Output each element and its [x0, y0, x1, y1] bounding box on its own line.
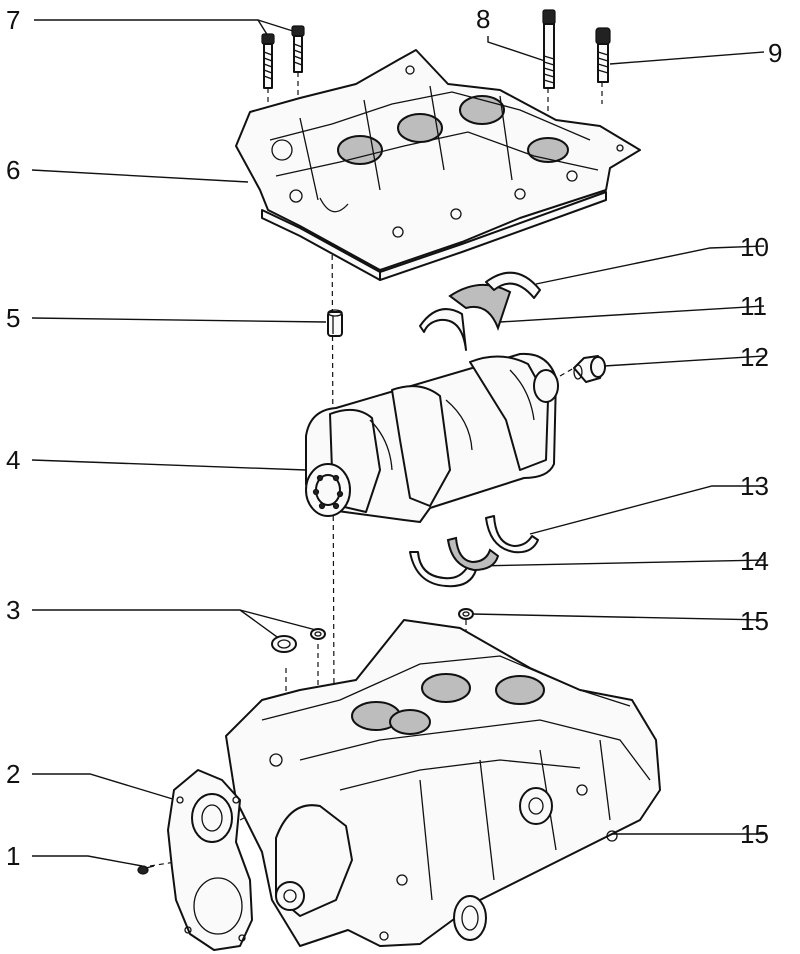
- leader-14: [475, 559, 765, 567]
- callout-10: 10: [740, 232, 769, 262]
- cylinder-block: [225, 619, 661, 947]
- bolts-left: [261, 25, 305, 89]
- leader-1: [32, 855, 143, 867]
- o-rings: [271, 628, 326, 653]
- callout-7: 7: [6, 5, 20, 35]
- bolt-long-right: [542, 9, 556, 89]
- o-ring-right: [458, 608, 474, 620]
- leader-12: [603, 355, 765, 367]
- crankshaft: [305, 352, 559, 523]
- callout-11: 11: [740, 291, 767, 321]
- callout-1: 1: [6, 841, 20, 871]
- leader-9: [609, 51, 765, 65]
- bearing-shells-upper: [419, 271, 541, 351]
- callout-6: 6: [6, 155, 20, 185]
- bearing-shells-lower: [409, 515, 539, 588]
- bolt-short-right: [595, 27, 611, 83]
- callout-2: 2: [6, 759, 20, 789]
- leader-3a: [32, 609, 285, 643]
- callout-15-o-ring: 15: [740, 606, 769, 636]
- leader-4: [31, 459, 307, 471]
- leader-11: [499, 305, 765, 323]
- leader-5: [31, 317, 327, 323]
- callout-numbers: 7 8 9 6 10 5 11 12 4 13 14 3 15 2 15 1: [6, 4, 782, 871]
- bearing-ladder: [235, 49, 641, 281]
- leader-8: [487, 36, 549, 63]
- leader-7b: [257, 19, 297, 33]
- end-cover: [167, 769, 253, 951]
- callout-14: 14: [740, 546, 769, 576]
- dowel-sleeve: [327, 309, 343, 337]
- callout-9: 9: [768, 38, 782, 68]
- leader-2: [32, 773, 177, 801]
- leader-6: [31, 169, 249, 183]
- pilot-bush: [573, 355, 606, 383]
- callout-3: 3: [6, 595, 20, 625]
- leader-7a: [34, 19, 269, 37]
- callout-5: 5: [6, 303, 20, 333]
- leader-13: [529, 485, 764, 535]
- leader-15a: [471, 613, 765, 621]
- leader-lines: [31, 19, 765, 867]
- leader-10: [535, 245, 765, 285]
- callout-12: 12: [740, 342, 769, 372]
- screw: [137, 865, 155, 875]
- callout-4: 4: [6, 445, 20, 475]
- callout-8: 8: [476, 4, 490, 34]
- callout-15-block: 15: [740, 819, 769, 849]
- callout-13: 13: [740, 471, 769, 501]
- leader-3b: [239, 609, 317, 631]
